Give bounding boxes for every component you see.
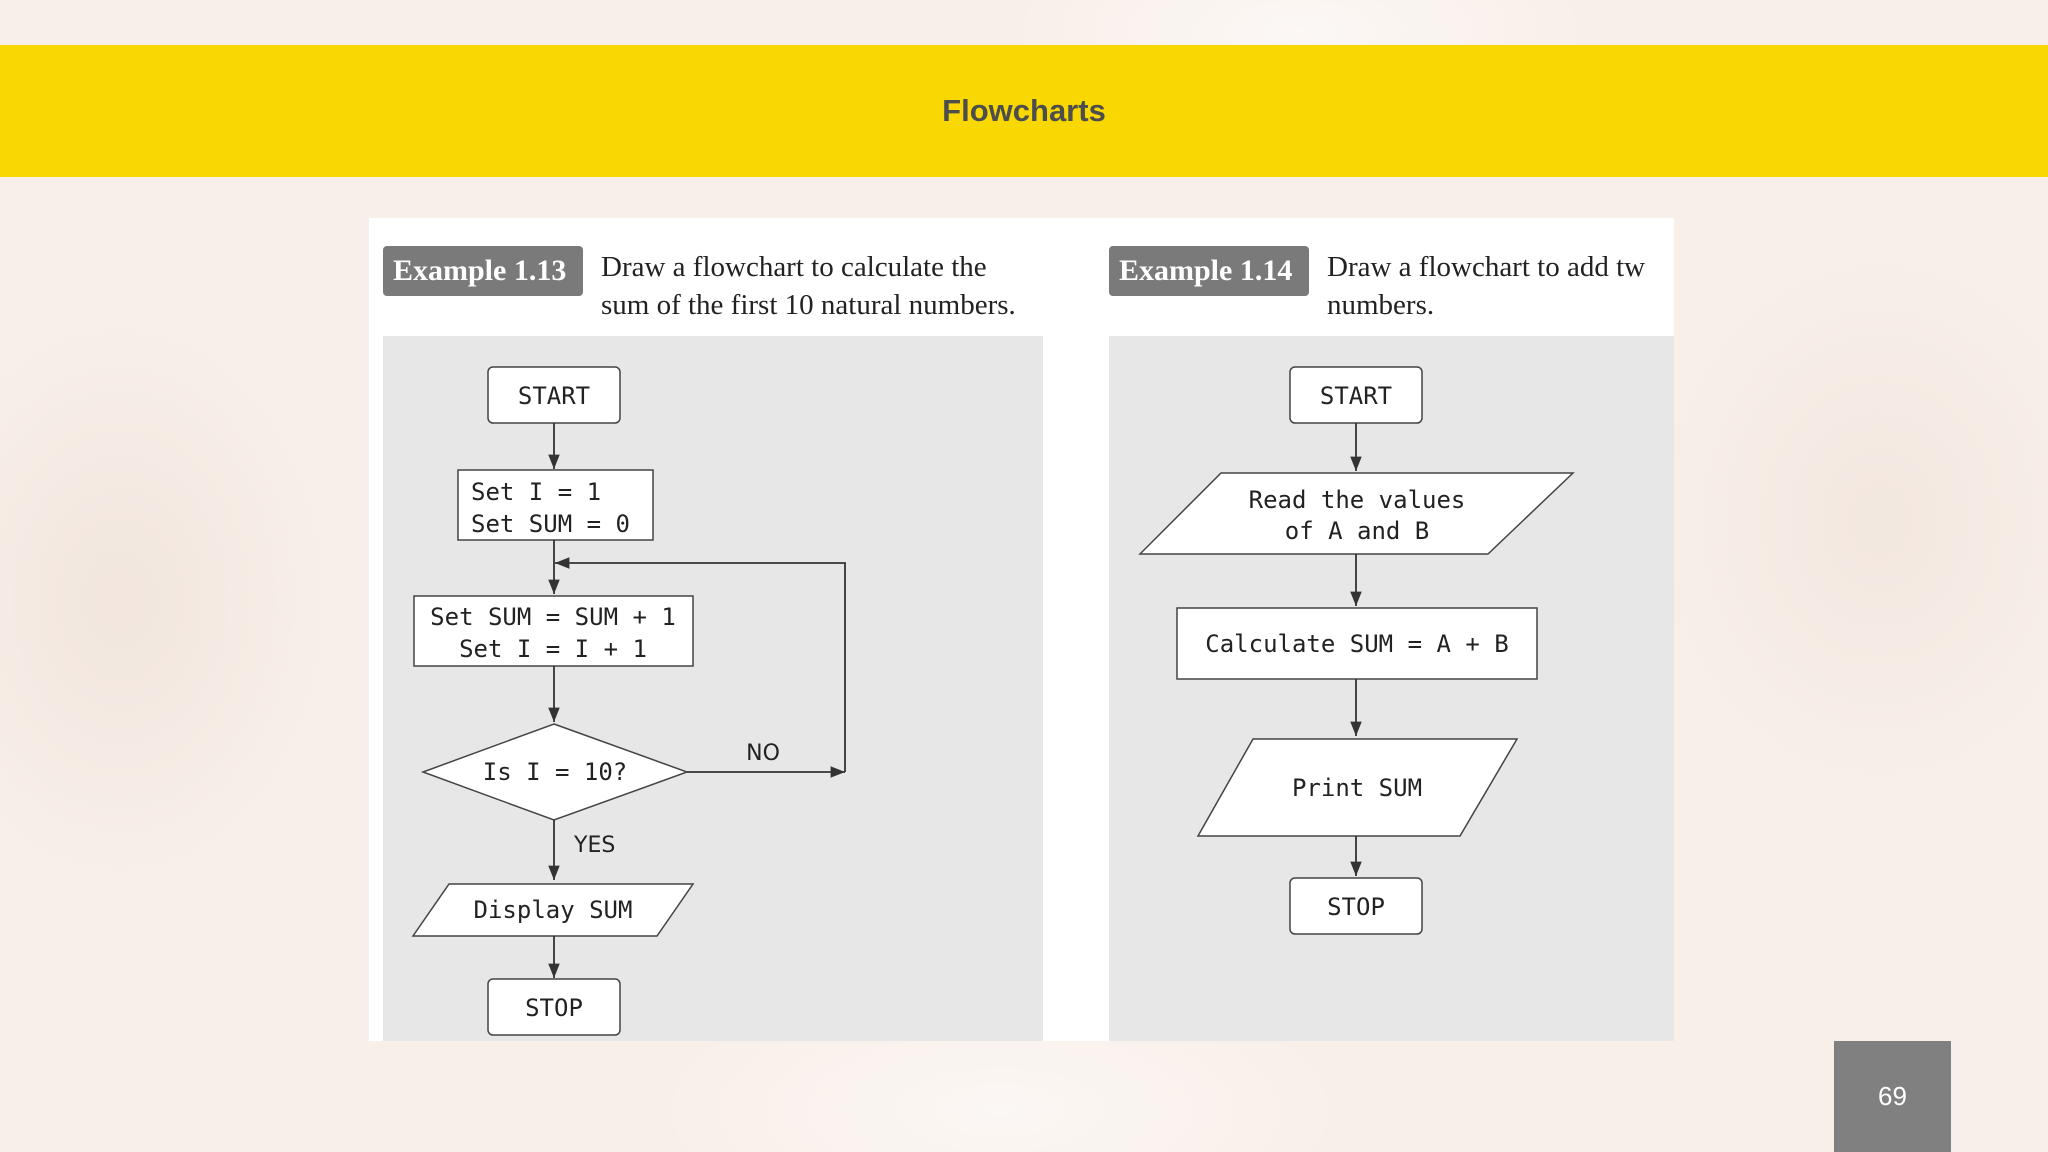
- print-sum-io: Print SUM: [1196, 738, 1519, 837]
- start-label: START: [1320, 382, 1392, 410]
- no-label: NO: [746, 741, 780, 766]
- init-line2: Set SUM = 0: [471, 510, 630, 538]
- read-line2: of A and B: [1285, 517, 1430, 545]
- init-process-box: Set I = 1 Set SUM = 0: [457, 469, 654, 541]
- calc-label: Calculate SUM = A + B: [1205, 630, 1508, 658]
- slide-title: Flowcharts: [942, 93, 1106, 128]
- decision-diamond: Is I = 10?: [420, 723, 690, 821]
- stop-terminal: STOP: [1289, 877, 1423, 935]
- example-13-desc-line1: Draw a flowchart to calculate the: [601, 251, 987, 283]
- start-label: START: [518, 382, 590, 410]
- read-line1: Read the values: [1249, 486, 1466, 514]
- stop-terminal: STOP: [487, 978, 621, 1036]
- print-label: Print SUM: [1292, 774, 1422, 802]
- loop-line1: Set SUM = SUM + 1: [430, 603, 676, 631]
- stop-label: STOP: [525, 994, 583, 1022]
- loop-process-box: Set SUM = SUM + 1 Set I = I + 1: [413, 595, 694, 667]
- example-13-desc-line2: sum of the first 10 natural numbers.: [601, 289, 1016, 321]
- display-label: Display SUM: [474, 896, 633, 924]
- example-14-description: Draw a flowchart to add tw numbers.: [1327, 248, 1645, 324]
- display-sum-io: Display SUM: [411, 883, 695, 937]
- arrow-loop-back: [555, 557, 846, 772]
- flowchart-figure: Example 1.13 Draw a flowchart to calcula…: [369, 218, 1674, 1041]
- example-13-badge: Example 1.13: [383, 246, 583, 296]
- decision-label: Is I = 10?: [483, 758, 628, 786]
- example-14-desc-line2: numbers.: [1327, 289, 1435, 321]
- page-number: 69: [1834, 1041, 1951, 1152]
- stop-label: STOP: [1327, 893, 1385, 921]
- calculate-process-box: Calculate SUM = A + B: [1176, 607, 1538, 680]
- example-14-desc-line1: Draw a flowchart to add tw: [1327, 251, 1646, 283]
- example-14-header: Example 1.14 Draw a flowchart to add tw …: [1109, 232, 1674, 321]
- title-band: Flowcharts: [0, 45, 2048, 177]
- example-13-flowchart-panel: START Set I = 1 Set SUM = 0 Set SUM = SU…: [383, 336, 1043, 1041]
- start-terminal: START: [487, 366, 621, 424]
- start-terminal: START: [1289, 366, 1423, 424]
- example-13-description: Draw a flowchart to calculate the sum of…: [601, 248, 1016, 324]
- example-14-badge: Example 1.14: [1109, 246, 1309, 296]
- example-13-header: Example 1.13 Draw a flowchart to calcula…: [383, 232, 1043, 321]
- yes-label: YES: [573, 833, 615, 858]
- init-line1: Set I = 1: [471, 478, 601, 506]
- read-values-io: Read the values of A and B: [1138, 472, 1575, 555]
- example-14-flowchart: START Read the values of A and B Calcula…: [1138, 366, 1575, 935]
- example-14-flowchart-panel: START Read the values of A and B Calcula…: [1109, 336, 1674, 1041]
- loop-line2: Set I = I + 1: [459, 635, 647, 663]
- example-13-flowchart: START Set I = 1 Set SUM = 0 Set SUM = SU…: [411, 366, 846, 1036]
